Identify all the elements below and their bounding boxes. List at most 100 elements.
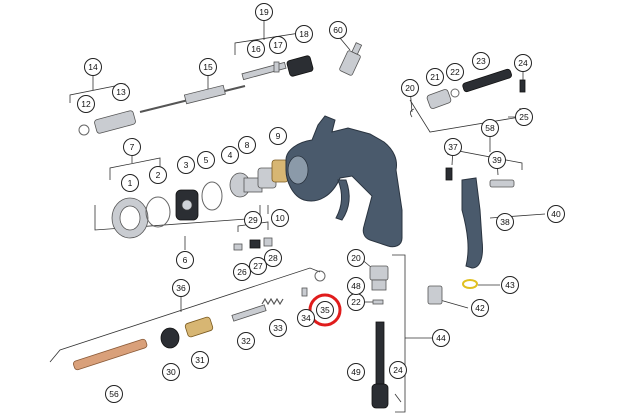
callout-16: 16 <box>247 40 265 58</box>
part-nozzle-4 <box>229 172 263 198</box>
part-clip-24 <box>394 393 402 403</box>
part-valve-13 <box>78 110 136 136</box>
callout-28: 28 <box>264 249 282 267</box>
svg-text:19: 19 <box>259 7 269 17</box>
svg-text:16: 16 <box>251 44 261 54</box>
svg-text:35: 35 <box>320 305 330 315</box>
callout-24-bottom: 24 <box>389 361 407 379</box>
part-trigger-38 <box>445 167 515 269</box>
callout-39: 39 <box>488 151 506 169</box>
part-nut-30 <box>160 327 180 349</box>
svg-text:25: 25 <box>519 112 529 122</box>
callout-34: 34 <box>297 309 315 327</box>
callout-22-top: 22 <box>446 63 464 81</box>
callout-36: 36 <box>172 279 190 297</box>
svg-text:20: 20 <box>351 253 361 263</box>
part-air-cap-3 <box>175 189 199 221</box>
callout-23: 23 <box>472 52 490 70</box>
callout-14: 14 <box>84 58 102 76</box>
part-ring-5 <box>201 181 223 211</box>
svg-text:37: 37 <box>448 142 458 152</box>
callout-38: 38 <box>496 213 514 231</box>
part-pin-22 <box>372 299 384 305</box>
parts <box>73 42 526 409</box>
callout-56: 56 <box>105 385 123 403</box>
svg-text:13: 13 <box>116 87 126 97</box>
svg-text:27: 27 <box>253 261 263 271</box>
callout-10: 10 <box>271 209 289 227</box>
svg-text:7: 7 <box>130 142 135 152</box>
callout-33: 33 <box>269 319 287 337</box>
callout-20-top: 20 <box>401 79 419 97</box>
svg-text:33: 33 <box>273 323 283 333</box>
callout-13: 13 <box>112 83 130 101</box>
svg-text:58: 58 <box>485 123 495 133</box>
svg-text:4: 4 <box>228 150 233 160</box>
callout-43: 43 <box>501 276 519 294</box>
svg-text:49: 49 <box>351 367 361 377</box>
part-ring-2 <box>145 196 171 228</box>
svg-text:26: 26 <box>237 267 247 277</box>
part-tube-49 <box>371 321 389 409</box>
svg-text:44: 44 <box>436 333 446 343</box>
callout-3: 3 <box>177 156 195 174</box>
svg-text:9: 9 <box>276 131 281 141</box>
svg-text:28: 28 <box>268 253 278 263</box>
callout-42: 42 <box>471 299 489 317</box>
svg-text:3: 3 <box>184 160 189 170</box>
callout-60: 60 <box>329 21 347 39</box>
svg-text:15: 15 <box>203 62 213 72</box>
callout-12: 12 <box>77 95 95 113</box>
svg-text:21: 21 <box>430 72 440 82</box>
part-fitting-42 <box>427 285 443 305</box>
part-o-ring-43 <box>462 279 478 289</box>
svg-text:39: 39 <box>492 155 502 165</box>
callout-49: 49 <box>347 363 365 381</box>
svg-text:34: 34 <box>301 313 311 323</box>
callout-31: 31 <box>191 351 209 369</box>
svg-text:1: 1 <box>128 178 133 188</box>
part-parts-26-28 <box>233 237 273 251</box>
svg-text:31: 31 <box>195 355 205 365</box>
callout-20-bottom: 20 <box>347 249 365 267</box>
svg-text:36: 36 <box>176 283 186 293</box>
callout-37: 37 <box>444 138 462 156</box>
callout-22-bottom: 22 <box>347 293 365 311</box>
callout-48: 48 <box>347 277 365 295</box>
callout-5: 5 <box>197 151 215 169</box>
part-fitting-60 <box>339 42 363 76</box>
callout-6: 6 <box>176 251 194 269</box>
part-pin-56 <box>73 338 148 371</box>
svg-text:17: 17 <box>273 40 283 50</box>
svg-text:22: 22 <box>450 67 460 77</box>
part-washer-35 <box>314 270 326 282</box>
part-needle-15 <box>139 84 246 113</box>
svg-text:29: 29 <box>248 215 258 225</box>
svg-text:5: 5 <box>204 155 209 165</box>
part-cap-18 <box>286 55 314 77</box>
callout-30: 30 <box>162 363 180 381</box>
svg-text:60: 60 <box>333 25 343 35</box>
svg-text:12: 12 <box>81 99 91 109</box>
callout-9: 9 <box>269 127 287 145</box>
part-valve-assembly-21-23 <box>410 68 526 118</box>
part-spring-33 <box>261 297 284 306</box>
svg-text:30: 30 <box>166 367 176 377</box>
callout-58: 58 <box>481 119 499 137</box>
callout-1: 1 <box>121 174 139 192</box>
svg-text:14: 14 <box>88 62 98 72</box>
callout-26: 26 <box>233 263 251 281</box>
svg-text:20: 20 <box>405 83 415 93</box>
callout-44: 44 <box>432 329 450 347</box>
callout-24-top: 24 <box>514 54 532 72</box>
callout-17: 17 <box>269 36 287 54</box>
svg-text:18: 18 <box>299 29 309 39</box>
svg-text:40: 40 <box>551 209 561 219</box>
callout-25: 25 <box>515 108 533 126</box>
svg-text:42: 42 <box>475 303 485 313</box>
svg-text:56: 56 <box>109 389 119 399</box>
svg-text:24: 24 <box>393 365 403 375</box>
callout-18: 18 <box>295 25 313 43</box>
